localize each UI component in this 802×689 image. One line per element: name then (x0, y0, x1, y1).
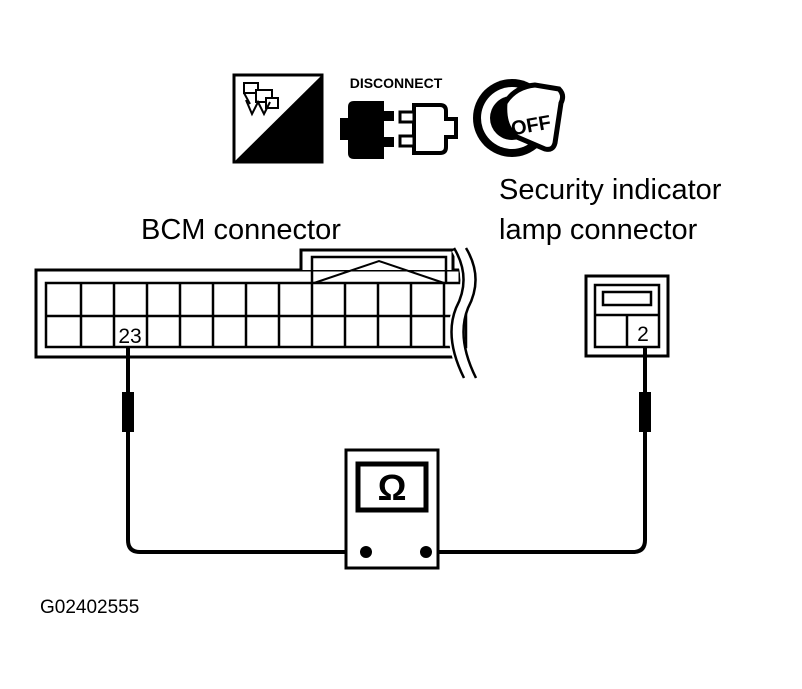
security-lamp-label-line2: lamp connector (499, 214, 698, 246)
bcm-connector: 23 (34, 244, 478, 382)
harness-sub-icon: H.S. (232, 73, 324, 164)
disconnect-label: DISCONNECT (350, 75, 443, 91)
figure-id: G02402555 (40, 597, 139, 618)
ignition-off-icon: OFF (473, 79, 566, 157)
left-probe (122, 347, 360, 554)
disconnect-icon: DISCONNECT (340, 75, 458, 159)
lamp-terminal-2: 2 (637, 323, 649, 346)
harness-sub-label: H.S. (272, 137, 313, 160)
security-lamp-label-line1: Security indicator (499, 174, 722, 206)
bcm-terminal-23: 23 (118, 325, 141, 348)
meter-terminal-left (360, 546, 372, 558)
ohmmeter: Ω (344, 448, 440, 570)
bcm-connector-label: BCM connector (141, 214, 341, 246)
right-probe (426, 347, 651, 554)
meter-terminal-right (420, 546, 432, 558)
security-lamp-connector: 2 (584, 274, 670, 358)
ohm-symbol: Ω (378, 467, 407, 508)
